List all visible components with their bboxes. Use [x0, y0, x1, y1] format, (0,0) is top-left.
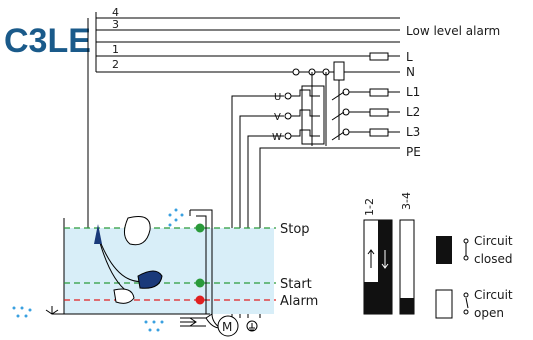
- label-pe: PE: [406, 145, 421, 159]
- legend-closed-line1: Circuit: [474, 234, 513, 248]
- pump-pipe: [180, 209, 213, 327]
- terminal-block: 4 3 1 2: [95, 6, 400, 73]
- label-n: N: [406, 65, 415, 79]
- level-stop-label: Stop: [280, 222, 310, 237]
- label-l2: L2: [406, 105, 420, 119]
- switch-legend: 1-2 3-4: [363, 192, 469, 319]
- motor-protector: U V W: [272, 85, 325, 145]
- phase-lines: [331, 88, 400, 141]
- motor-symbol: M: [205, 313, 258, 337]
- legend-open-line2: open: [474, 306, 504, 320]
- legend-open-line1: Circuit: [474, 288, 513, 302]
- phase-w: W: [272, 132, 282, 143]
- terminal-4: 4: [112, 6, 119, 19]
- water-drops: [12, 208, 184, 332]
- phase-v: V: [274, 112, 281, 123]
- phase-u: U: [274, 92, 281, 103]
- terminal-1: 1: [112, 43, 119, 56]
- level-start-label: Start: [280, 277, 312, 292]
- contactor-coil: [292, 61, 345, 146]
- motor-m: M: [222, 320, 232, 334]
- terminal-3: 3: [112, 18, 119, 31]
- diagram-title: C3LE: [4, 22, 91, 60]
- legend-col-12: 1-2: [363, 198, 376, 216]
- level-alarm-label: Alarm: [280, 294, 318, 309]
- terminal-2: 2: [112, 58, 119, 71]
- label-l: L: [406, 50, 413, 64]
- label-l3: L3: [406, 125, 420, 139]
- label-l1: L1: [406, 85, 420, 99]
- label-low-level-alarm: Low level alarm: [406, 24, 500, 38]
- level-lines: [64, 223, 276, 305]
- float-switches: [94, 216, 163, 304]
- legend-col-34: 3-4: [400, 192, 413, 210]
- line-labels: Low level alarm L N L1 L2 L3 PE: [406, 24, 500, 159]
- legend-closed-line2: closed: [474, 252, 513, 266]
